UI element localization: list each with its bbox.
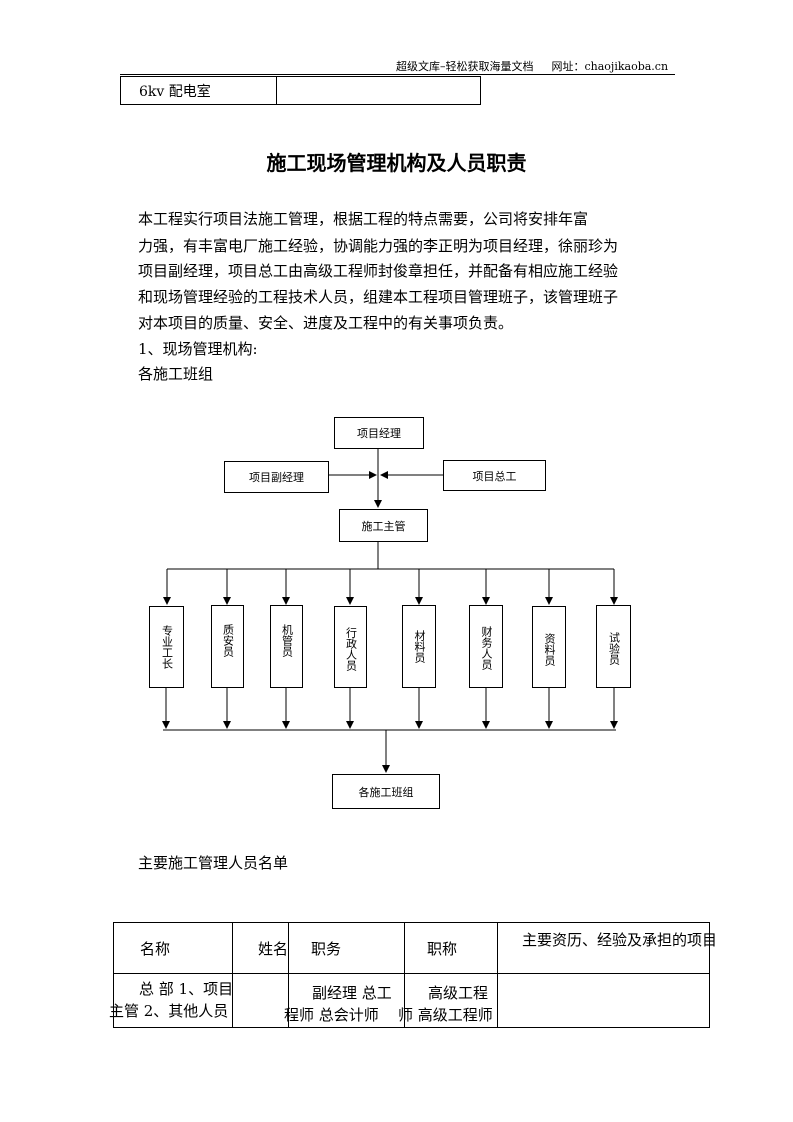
org-box-deputy: 项目副经理 (224, 461, 329, 493)
header-cell-experience: 主要资历、经验及承担的项目 (497, 922, 717, 974)
role-label: 机管员 (280, 624, 294, 657)
org-box-teams: 各施工班组 (332, 774, 440, 809)
org-box-supervisor: 施工主管 (339, 509, 428, 542)
row-title-line2: 师 高级工程师 (398, 1006, 493, 1024)
role-label: 试验员 (607, 632, 621, 665)
paragraph-line: 和现场管理经验的工程技术人员，组建本工程项目管理班子，该管理班子 (138, 288, 619, 306)
header-site-name: 超级文库–轻松获取海量文档 (396, 60, 534, 73)
document-title: 施工现场管理机构及人员职责 (266, 151, 527, 175)
org-box-role: 专业工长 (149, 606, 184, 688)
header-cell-person: 姓名 (232, 922, 289, 974)
org-box-role: 行政人员 (334, 606, 367, 688)
section-subheading: 各施工班组 (138, 365, 214, 383)
paragraph-line: 项目副经理，项目总工由高级工程师封俊章担任，并配备有相应施工经验 (138, 262, 619, 280)
paragraph-line: 本工程实行项目法施工管理，根据工程的特点需要，公司将安排年富 (138, 210, 589, 228)
top-table-cell-room: 6kv 配电室 (120, 76, 277, 105)
org-box-role: 资料员 (532, 606, 566, 688)
row-cell-name: 总 部 1、项目 主管 2、其他人员 (109, 973, 234, 1028)
org-box-role: 试验员 (596, 605, 631, 688)
row-duty-line2: 程师 总会计师 (284, 1006, 379, 1024)
role-label: 质安员 (221, 624, 235, 657)
role-label: 材料员 (413, 630, 426, 663)
paragraph-line: 力强，有丰富电厂施工经验，协调能力强的李正明为项目经理，徐丽珍为 (138, 237, 619, 255)
org-box-role: 材料员 (402, 605, 436, 688)
header-cell-name: 名称 (113, 922, 233, 974)
row-name-line2: 主管 2、其他人员 (109, 1002, 229, 1020)
row-duty-line1: 副经理 总工 (312, 984, 392, 1002)
row-cell-experience (497, 973, 710, 1028)
page-header: 超级文库–轻松获取海量文档 网址：chaojikaoba.cn (396, 58, 668, 74)
header-rule (120, 74, 675, 75)
org-box-chief-engineer: 项目总工 (443, 460, 546, 491)
header-cell-duty: 职务 (288, 922, 405, 974)
role-label: 专业工长 (160, 625, 174, 669)
role-label: 财务人员 (480, 626, 493, 670)
row-name-line1: 总 部 1、项目 (139, 980, 234, 998)
row-cell-title: 高级工程 师 高级工程师 (398, 973, 498, 1028)
org-box-role: 财务人员 (469, 605, 503, 688)
row-cell-duty: 副经理 总工 程师 总会计师 (284, 973, 405, 1028)
row-cell-person (232, 973, 289, 1028)
section-heading: 1、现场管理机构: (138, 340, 258, 358)
staff-table: 名称 姓名 职务 职称 主要资历、经验及承担的项目 总 部 1、项目 主管 2、… (109, 922, 717, 1028)
header-cell-title: 职称 (404, 922, 498, 974)
org-box-manager: 项目经理 (334, 417, 424, 449)
role-label: 行政人员 (344, 627, 358, 671)
top-table-cell-empty (276, 76, 481, 105)
role-label: 资料员 (543, 633, 556, 666)
table-row: 总 部 1、项目 主管 2、其他人员 副经理 总工 程师 总会计师 高级工程 师… (109, 973, 710, 1028)
header-url: 网址：chaojikaoba.cn (551, 60, 669, 73)
staff-table-header-row: 名称 姓名 职务 职称 主要资历、经验及承担的项目 (113, 922, 717, 974)
org-box-role: 质安员 (211, 605, 244, 688)
top-table: 6kv 配电室 (120, 76, 481, 105)
org-box-role: 机管员 (270, 605, 303, 688)
paragraph-line: 对本项目的质量、安全、进度及工程中的有关事项负责。 (138, 314, 514, 332)
row-title-line1: 高级工程 (428, 984, 489, 1002)
staff-list-title: 主要施工管理人员名单 (138, 854, 289, 872)
